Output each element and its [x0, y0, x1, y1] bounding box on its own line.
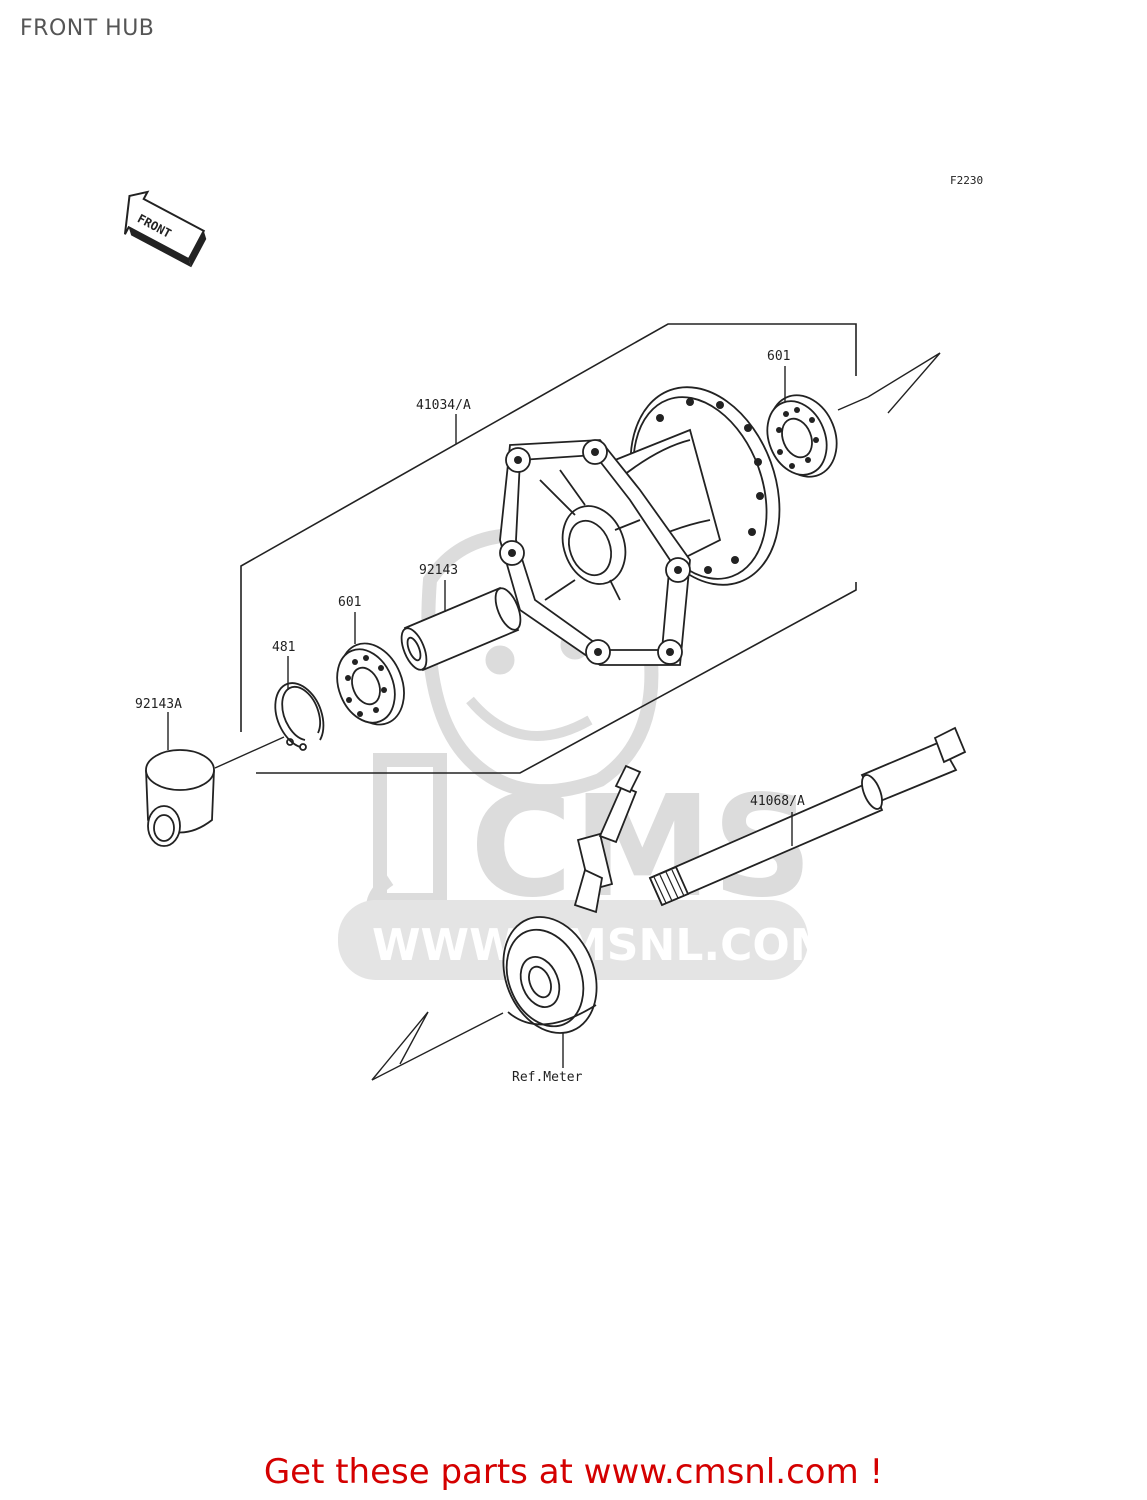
callout-41034-a: 41034/A	[416, 398, 471, 413]
callout-labels: 41034/A 601 92143 601 481 92143A 41068/A…	[135, 349, 805, 1085]
callout-601-left: 601	[338, 595, 361, 610]
circlip-481	[274, 682, 325, 751]
callout-ref-meter: Ref.Meter	[512, 1070, 583, 1085]
callout-41068-a: 41068/A	[750, 794, 805, 809]
collar-92143	[400, 586, 522, 672]
hub-assembly-bracket	[240, 323, 857, 774]
axle-41068-a	[648, 726, 967, 907]
leader-lines	[167, 366, 793, 1068]
page-title: FRONT HUB	[20, 16, 155, 41]
callout-601-right: 601	[767, 349, 790, 364]
collar-92143a	[145, 749, 215, 847]
callout-92143a: 92143A	[135, 697, 182, 712]
callout-92143: 92143	[419, 563, 458, 578]
watermark-url: WWW.CMSNL.COM	[372, 920, 834, 971]
speedometer-gear	[502, 764, 642, 1034]
footer-promo-text[interactable]: Get these parts at www.cmsnl.com !	[263, 1452, 884, 1492]
front-hub-body	[499, 386, 781, 666]
front-direction-arrow: FRONT	[123, 190, 207, 268]
axle-center-line	[214, 352, 941, 1081]
callout-481: 481	[272, 640, 295, 655]
bearing-601-right	[766, 394, 838, 478]
bearing-601-left	[336, 642, 405, 726]
figure-code: F2230	[950, 174, 983, 187]
exploded-parts-diagram: CMS WWW.CMSNL.COM F2230 FRONT	[123, 174, 983, 1085]
